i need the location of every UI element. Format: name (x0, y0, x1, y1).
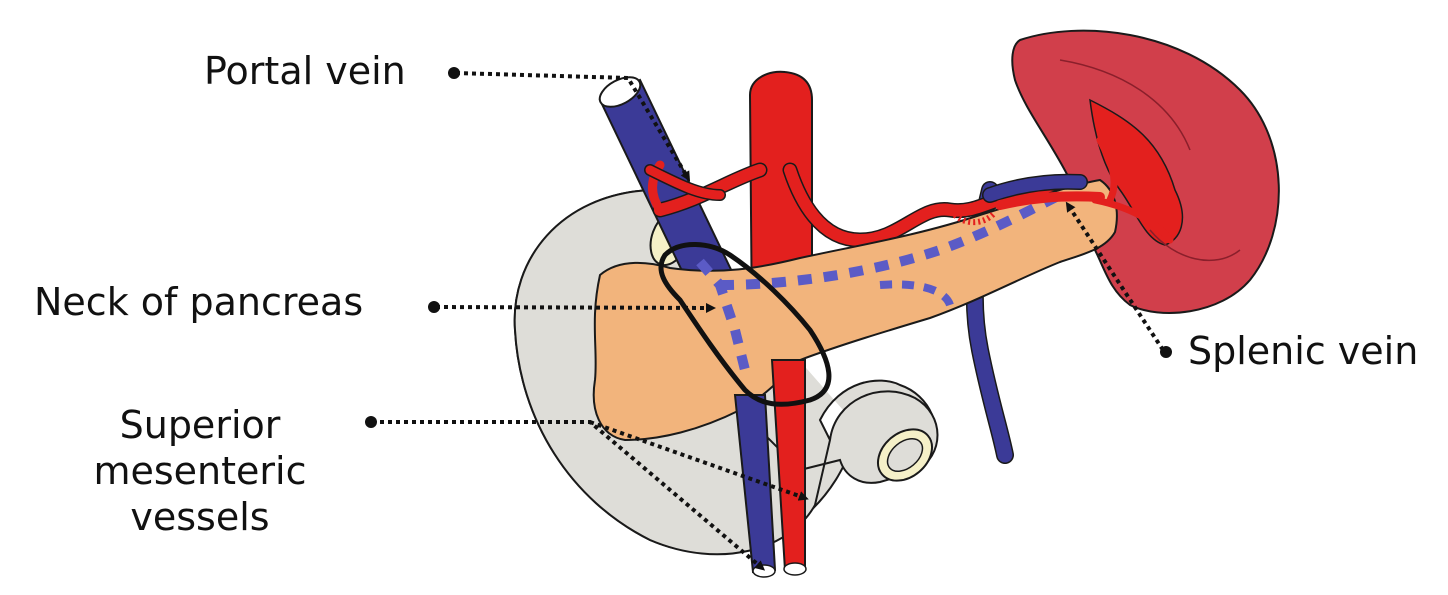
dot-splenic (1160, 346, 1172, 358)
label-superior-line1: Superior (20, 402, 380, 448)
label-superior-mesenteric-vessels: Superior mesenteric vessels (20, 402, 380, 540)
label-splenic-vein: Splenic vein (1188, 328, 1418, 374)
dot-portal (448, 67, 460, 79)
spleen (1012, 31, 1279, 313)
dot-neck (428, 301, 440, 313)
leader-neck (436, 307, 712, 308)
label-superior-line2: mesenteric vessels (20, 448, 380, 540)
label-portal-vein: Portal vein (204, 48, 406, 94)
label-neck-of-pancreas: Neck of pancreas (34, 279, 363, 325)
